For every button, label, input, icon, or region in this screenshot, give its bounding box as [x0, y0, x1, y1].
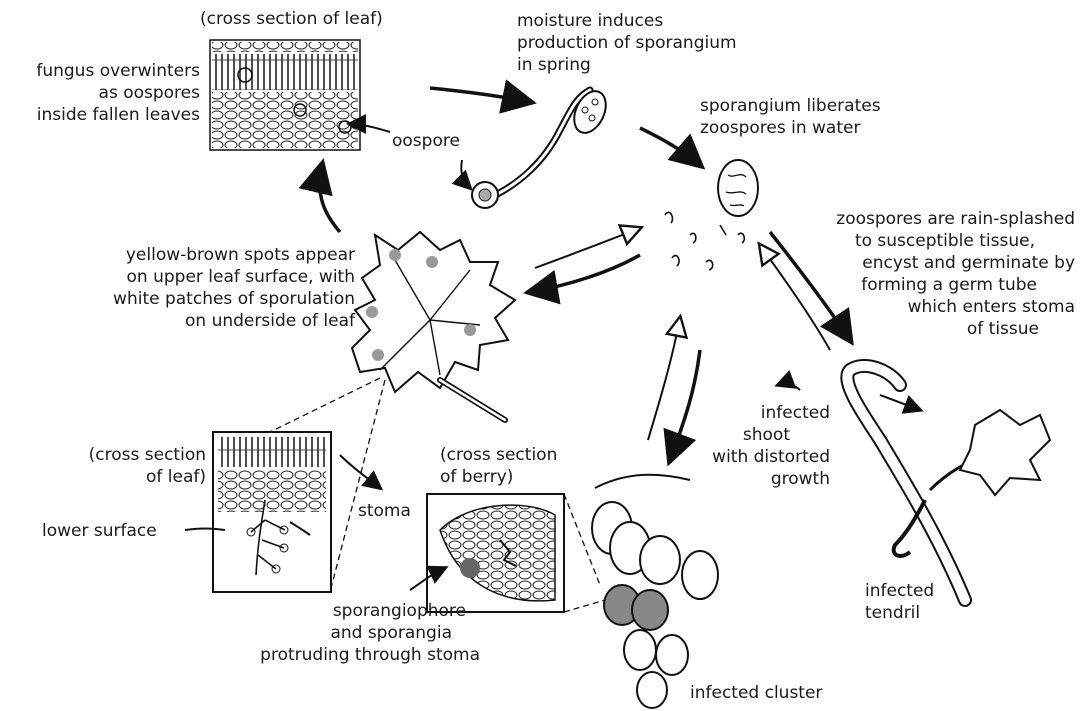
label-line: protruding through stoma	[240, 644, 480, 666]
label-lower-surface: lower surface	[42, 520, 157, 542]
label-cross-section-berry: (cross section of berry)	[440, 444, 557, 488]
label-line: shoot	[680, 424, 830, 446]
label-line: (cross section	[440, 444, 557, 466]
leaf-cross-section-top	[210, 40, 360, 150]
label-line: on underside of leaf	[55, 310, 355, 332]
label-line: white patches of sporulation	[55, 288, 355, 310]
label-line: of leaf)	[40, 466, 206, 488]
label-infected-cluster: infected cluster	[690, 682, 822, 704]
label-sporangium-liberates: sporangium liberates zoospores in water	[700, 95, 881, 139]
germinating-oospore	[472, 86, 612, 208]
label-line: inside fallen leaves	[0, 104, 200, 126]
label-line: infected	[865, 580, 934, 602]
label-line: in spring	[517, 54, 737, 76]
label-line: of berry)	[440, 466, 557, 488]
label-line: with distorted	[680, 446, 830, 468]
label-line: forming a germ tube	[775, 274, 1075, 296]
label-line: yellow-brown spots appear	[55, 244, 355, 266]
label-line: infected	[680, 402, 830, 424]
label-line: encyst and germinate by	[775, 252, 1075, 274]
label-line: zoospores in water	[700, 117, 881, 139]
label-line: of tissue	[775, 318, 1075, 340]
label-moisture: moisture induces production of sporangiu…	[517, 10, 737, 76]
label-line: growth	[680, 468, 830, 490]
label-line: tendril	[865, 602, 934, 624]
infected-grape-leaf	[352, 232, 515, 420]
label-line: which enters stoma	[775, 296, 1075, 318]
label-oospore: oospore	[392, 130, 460, 152]
label-stoma: stoma	[358, 500, 411, 522]
label-line: fungus overwinters	[0, 60, 200, 82]
label-line: and sporangia	[240, 622, 480, 644]
label-sporangiophore: sporangiophore and sporangia protruding …	[240, 600, 480, 666]
label-infected-tendril: infected tendril	[865, 580, 934, 624]
label-line: sporangiophore	[240, 600, 480, 622]
label-line: as oospores	[0, 82, 200, 104]
berry-cross-section	[427, 494, 564, 612]
label-zoospores-splash: zoospores are rain-splashed to susceptib…	[775, 208, 1075, 340]
label-line: sporangium liberates	[700, 95, 881, 117]
label-cross-section-leaf-top: (cross section of leaf)	[200, 8, 383, 30]
sporangium-zoospores	[665, 160, 758, 270]
label-overwinter: fungus overwinters as oospores inside fa…	[0, 60, 200, 126]
label-line: on upper leaf surface, with	[55, 266, 355, 288]
label-line: production of sporangium	[517, 32, 737, 54]
label-yellow-spots: yellow-brown spots appear on upper leaf …	[55, 244, 355, 332]
leaf-cross-section-small	[213, 432, 331, 592]
label-line: zoospores are rain-splashed	[775, 208, 1075, 230]
label-infected-shoot: infected shoot with distorted growth	[680, 402, 830, 490]
label-cross-section-leaf-small: (cross section of leaf)	[40, 444, 206, 488]
infected-shoot-drawing	[847, 366, 1050, 600]
label-line: moisture induces	[517, 10, 737, 32]
infected-cluster-drawing	[592, 475, 718, 708]
label-line: to susceptible tissue,	[775, 230, 1075, 252]
label-line: (cross section	[40, 444, 206, 466]
